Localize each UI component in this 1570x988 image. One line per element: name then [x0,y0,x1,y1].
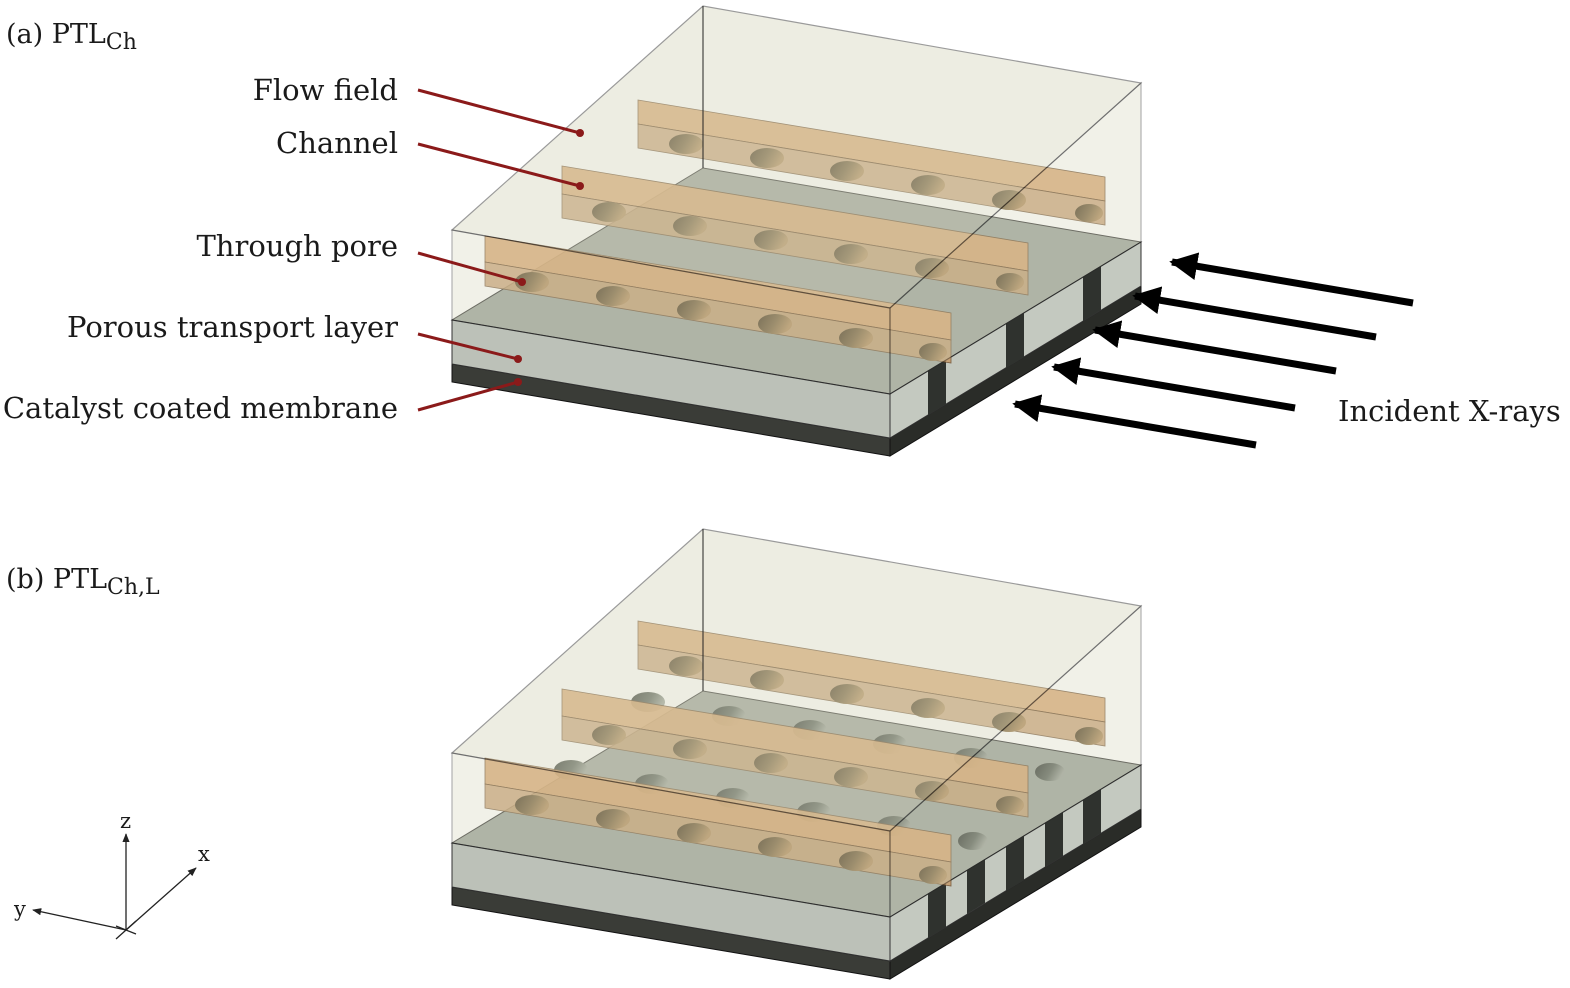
pore-slot [1006,836,1024,891]
through-pore [592,202,626,222]
through-pore [677,300,711,320]
through-pore [992,190,1026,210]
through-pore [830,161,864,181]
through-pore [1075,204,1103,222]
through-pore [996,796,1024,814]
through-pore [834,244,868,264]
label-flow-field: Flow field [253,73,398,107]
flow-field-box-b [450,528,1143,919]
pore-slot [1083,789,1101,844]
pore-slot [928,360,946,415]
channel-a-1 [484,235,952,364]
channel-a-3 [637,99,1106,226]
land-pore [1035,763,1065,781]
through-pore [915,258,949,278]
through-pore [911,698,945,718]
through-pore [596,286,630,306]
panel-b-prefix: (b) PTLCh,L [6,564,160,600]
through-pore [673,739,707,759]
through-pore [669,656,703,676]
axis-label-x: x [198,842,210,866]
through-pore [750,670,784,690]
through-pore [839,328,873,348]
channel-b-2 [561,688,1029,818]
cell-assembly-b [450,528,1143,980]
panel-a-prefix: (a) PTLCh [6,19,137,55]
through-pore [758,314,792,334]
pore-slot [1045,812,1063,867]
label-ccm: Catalyst coated membrane [3,391,398,425]
through-pore [758,837,792,857]
pore-slot [928,883,946,938]
through-pore [992,712,1026,732]
through-pore [515,272,549,292]
pore-slot [967,859,985,914]
axis-label-y: y [13,897,26,921]
through-pore [677,823,711,843]
pore-slot [1006,313,1024,368]
flow-field-box-a [450,5,1143,396]
panel-a: (a) PTLCh [3,5,1561,457]
through-pore [919,343,947,361]
through-pore [915,781,949,801]
axes-triad [32,833,197,940]
xray-arrows [1012,252,1414,449]
channel-b-1 [484,757,952,887]
land-pore [958,832,988,850]
through-pore [839,851,873,871]
label-through-pore: Through pore [196,229,398,263]
leader-lines-a [417,88,584,412]
panel-b: (b) PTLCh,L [6,528,1143,980]
through-pore [754,230,788,250]
through-pore [919,866,947,884]
through-pore [750,148,784,168]
channel-a-2 [561,165,1029,296]
through-pore [596,809,630,829]
through-pore [515,795,549,815]
through-pore [996,273,1024,291]
axis-label-z: z [120,809,131,833]
through-pore [754,753,788,773]
through-pore [830,684,864,704]
label-ptl: Porous transport layer [67,310,398,344]
label-channel: Channel [276,126,398,160]
cell-assembly-a [450,5,1143,457]
through-pore [673,216,707,236]
through-pore [834,767,868,787]
through-pore [911,175,945,195]
pore-slot [1083,266,1101,321]
channel-b-3 [637,620,1106,747]
through-pore [1075,727,1103,745]
through-pore [669,134,703,154]
through-pore [592,725,626,745]
label-xrays: Incident X-rays [1338,394,1561,428]
